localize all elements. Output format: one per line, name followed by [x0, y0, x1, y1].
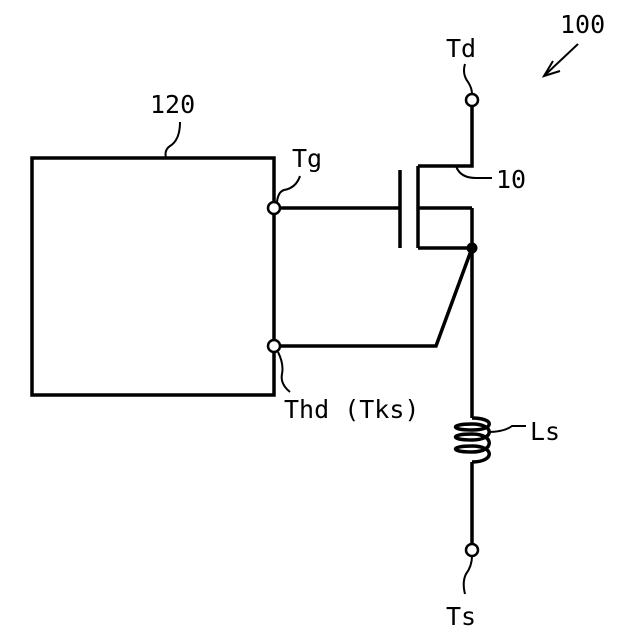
- source-terminal[interactable]: [466, 544, 478, 556]
- drain-terminal-label: Td: [446, 34, 476, 63]
- control-block-leader: [166, 122, 181, 158]
- source-lead: [418, 208, 472, 248]
- kelvin-terminal-leader: [278, 352, 290, 392]
- control-block-box: [32, 158, 274, 395]
- kelvin-terminal[interactable]: [268, 340, 280, 352]
- gate-terminal[interactable]: [268, 202, 280, 214]
- gate-terminal-label: Tg: [292, 144, 322, 173]
- system-ref-arrow-shaft: [544, 44, 578, 76]
- inductor-label: Ls: [530, 417, 560, 446]
- transistor-leader: [456, 166, 492, 178]
- transistor: 10: [400, 100, 526, 248]
- control-block: 120: [32, 90, 274, 395]
- inductor-leader: [488, 426, 526, 432]
- drain-lead: [418, 100, 472, 166]
- inductor: Ls: [456, 417, 561, 462]
- system-reference: 100: [544, 10, 605, 76]
- gate-terminal-leader: [277, 176, 300, 202]
- drain-terminal-leader: [464, 64, 472, 94]
- kelvin-wire: [274, 248, 472, 346]
- source-terminal-leader: [464, 556, 472, 594]
- control-block-label: 120: [150, 90, 195, 119]
- transistor-label: 10: [496, 165, 526, 194]
- inductor-coil: [456, 418, 490, 462]
- source-terminal-label: Ts: [446, 602, 476, 631]
- system-ref-label: 100: [560, 10, 605, 39]
- drain-terminal[interactable]: [466, 94, 478, 106]
- kelvin-terminal-label: Thd (Tks): [284, 395, 419, 424]
